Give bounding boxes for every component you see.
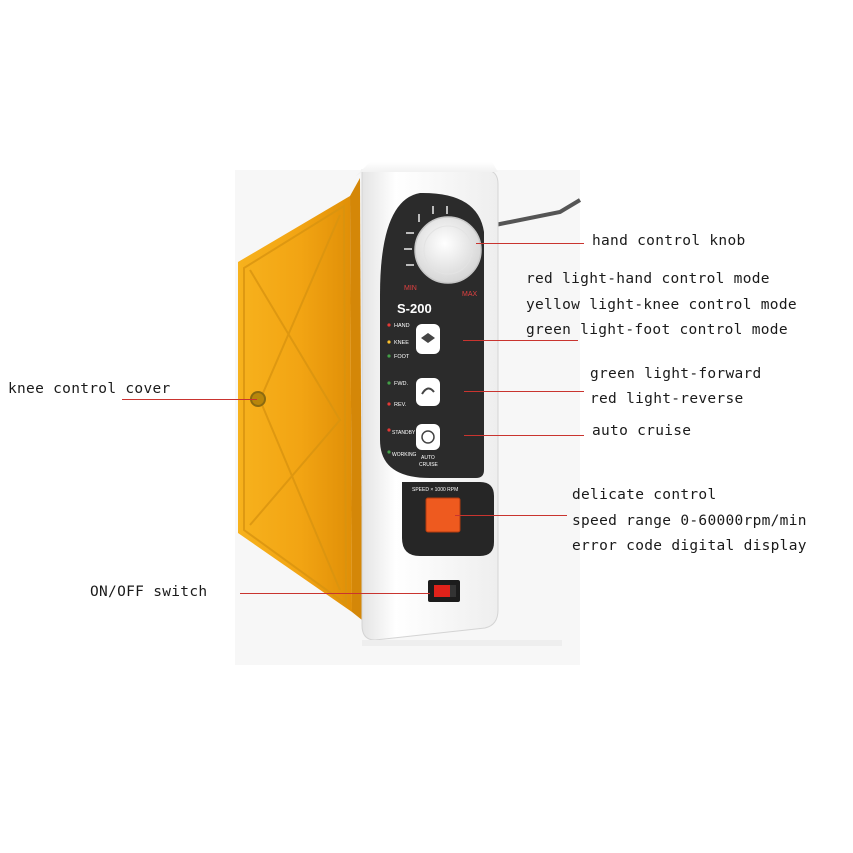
power-switch — [434, 585, 450, 597]
callout-hand-knob: hand control knob — [592, 233, 746, 249]
callout-power-switch: ON/OFF switch — [90, 584, 208, 600]
callout-auto-cruise: auto cruise — [592, 423, 692, 439]
orange-housing — [238, 196, 352, 612]
knob-min-label: MIN — [404, 285, 417, 292]
orange-housing-back — [350, 178, 362, 620]
callout-display-line2: speed range 0-60000rpm/min — [572, 513, 807, 529]
callout-display-line3: error code digital display — [572, 538, 807, 554]
callout-direction-forward: green light-forward — [590, 366, 762, 382]
mode-label-hand: HAND — [394, 323, 410, 329]
knob-scale — [404, 206, 448, 266]
leader-power-switch — [240, 593, 430, 594]
mode-label-foot: FOOT — [394, 354, 410, 360]
auto-label: AUTO — [421, 455, 435, 461]
callout-direction-reverse: red light-reverse — [590, 391, 744, 407]
power-cable — [494, 198, 582, 227]
cruise-label: CRUISE — [419, 462, 439, 468]
cruise-label-working: WORKING — [392, 452, 417, 458]
direction-label-rev: REV. — [394, 402, 407, 408]
leader-knee-cover — [122, 399, 257, 400]
callout-mode-green: green light-foot control mode — [526, 322, 788, 338]
display-label: SPEED × 1000 RPM — [412, 487, 458, 493]
mode-label-knee: KNEE — [394, 340, 409, 346]
leader-hand-knob — [476, 243, 584, 244]
leader-mode-lights — [463, 340, 578, 341]
leader-display — [455, 515, 567, 516]
top-face — [356, 162, 498, 176]
direction-button — [416, 378, 440, 406]
cruise-label-standby: STANDBY — [392, 430, 416, 436]
leader-auto-cruise — [464, 435, 584, 436]
hand-control-knob — [414, 216, 482, 284]
leader-direction-lights — [464, 391, 584, 392]
callout-mode-red: red light-hand control mode — [526, 271, 770, 287]
callout-mode-yellow: yellow light-knee control mode — [526, 297, 797, 313]
direction-label-fwd: FWD. — [394, 381, 409, 387]
cruise-button — [416, 424, 440, 450]
model-name: S-200 — [397, 301, 432, 316]
knob-max-label: MAX — [462, 291, 478, 298]
callout-display-line1: delicate control — [572, 487, 717, 503]
callout-knee-cover: knee control cover — [8, 381, 171, 397]
